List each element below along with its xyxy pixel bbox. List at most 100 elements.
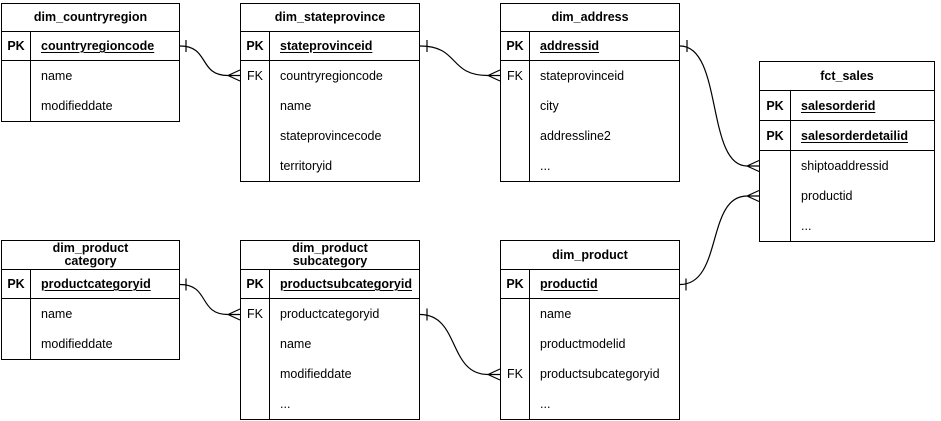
table-row: modifieddate (241, 359, 419, 389)
key-label (2, 329, 31, 359)
table-row: modifieddate (2, 91, 179, 121)
table-row: PK addressid (501, 32, 679, 61)
entity-title: dim_countryregion (2, 4, 179, 32)
table-row: PK stateprovinceid (241, 32, 419, 61)
crow-foot-many-icon (227, 308, 241, 321)
crow-foot-many-icon (746, 189, 760, 203)
table-row: shiptoaddressid (760, 151, 934, 181)
relationship-edge (679, 195, 748, 286)
crow-foot-many-icon (487, 69, 501, 82)
entity-title-text: category (64, 254, 117, 268)
entity-title: dim_address (501, 4, 679, 32)
table-row: name (501, 299, 679, 329)
key-label: PK (501, 270, 530, 298)
table-row: FK stateprovinceid (501, 61, 679, 91)
entity-dim-product-subcategory: dim_product subcategory PK productsubcat… (240, 240, 420, 420)
field-name: countryregioncode (41, 39, 155, 53)
table-row: name (241, 91, 419, 121)
field-name: productid (540, 277, 598, 291)
key-label (2, 61, 31, 91)
entity-title-text: dim_countryregion (33, 10, 148, 24)
field-name: productsubcategoryid (540, 367, 660, 381)
key-label: PK (760, 121, 791, 150)
table-row: PK productcategoryid (2, 270, 179, 299)
key-label (241, 91, 270, 121)
key-label (501, 329, 530, 359)
entity-title-text: dim_product (52, 241, 129, 255)
field-name: ... (280, 397, 291, 411)
relationship-address-fctsales (679, 40, 760, 173)
key-label (760, 181, 791, 211)
key-label (760, 211, 791, 241)
entity-fct-sales: fct_sales PK salesorderid PK salesorderd… (759, 61, 935, 242)
table-row: PK salesorderdetailid (760, 121, 934, 151)
relationship-stateprovince-address (419, 40, 501, 82)
crow-foot-many-icon (746, 159, 760, 173)
key-label: PK (760, 91, 791, 120)
key-label (2, 299, 31, 329)
field-name: shiptoaddressid (801, 159, 889, 173)
key-label: PK (241, 270, 270, 298)
entity-title-text: dim_stateprovince (274, 10, 386, 24)
key-label: PK (2, 270, 31, 298)
relationship-edge (419, 45, 489, 77)
field-name: ... (540, 159, 551, 173)
field-name: ... (801, 219, 812, 233)
entity-title: dim_stateprovince (241, 4, 419, 32)
field-name: name (280, 337, 312, 351)
entity-title-text: subcategory (292, 254, 368, 268)
key-label (2, 91, 31, 121)
field-name: name (280, 99, 312, 113)
key-label (241, 389, 270, 419)
key-label (241, 151, 270, 181)
relationship-countryregion-stateprovince (179, 40, 241, 82)
crow-foot-many-icon (487, 368, 501, 381)
key-label: PK (241, 32, 270, 60)
entity-title: fct_sales (760, 62, 934, 91)
field-name: name (540, 307, 572, 321)
field-name: name (41, 69, 73, 83)
field-name: productid (801, 189, 853, 203)
table-row: FK countryregioncode (241, 61, 419, 91)
relationship-edge (679, 45, 748, 167)
field-name: productcategoryid (280, 307, 380, 321)
field-name: addressline2 (540, 129, 611, 143)
table-row: productid (760, 181, 934, 211)
table-row: name (2, 61, 179, 91)
field-name: countryregioncode (280, 69, 383, 83)
table-row: ... (241, 389, 419, 419)
field-name: productmodelid (540, 337, 626, 351)
table-row: territoryid (241, 151, 419, 181)
entity-title-text: dim_product (292, 241, 368, 255)
key-label (241, 329, 270, 359)
entity-title: dim_product (501, 241, 679, 270)
entity-dim-stateprovince: dim_stateprovince PK stateprovinceid FK … (240, 3, 420, 182)
relationship-edge (179, 45, 229, 77)
table-row: stateprovincecode (241, 121, 419, 151)
crow-foot-many-icon (227, 69, 241, 82)
table-row: PK countryregioncode (2, 32, 179, 61)
table-row: city (501, 91, 679, 121)
key-label (501, 151, 530, 181)
field-name: addressid (540, 39, 600, 53)
field-name: stateprovinceid (540, 69, 625, 83)
table-row: productmodelid (501, 329, 679, 359)
relationship-product-fctsales (679, 189, 760, 291)
field-name: name (41, 307, 73, 321)
entity-dim-address: dim_address PK addressid FK stateprovinc… (500, 3, 680, 182)
key-label (760, 151, 791, 181)
key-label (501, 299, 530, 329)
table-row: addressline2 (501, 121, 679, 151)
table-row: ... (501, 389, 679, 419)
field-name: salesorderid (801, 98, 876, 113)
table-row: ... (760, 211, 934, 241)
field-name: modifieddate (280, 367, 352, 381)
relationship-edge (179, 283, 229, 316)
entity-title-text: dim_product (552, 247, 628, 262)
field-name: productsubcategoryid (280, 277, 412, 291)
table-row: FK productsubcategoryid (501, 359, 679, 389)
relationship-edge (419, 313, 489, 376)
table-row: PK productid (501, 270, 679, 299)
field-name: productcategoryid (41, 277, 151, 291)
